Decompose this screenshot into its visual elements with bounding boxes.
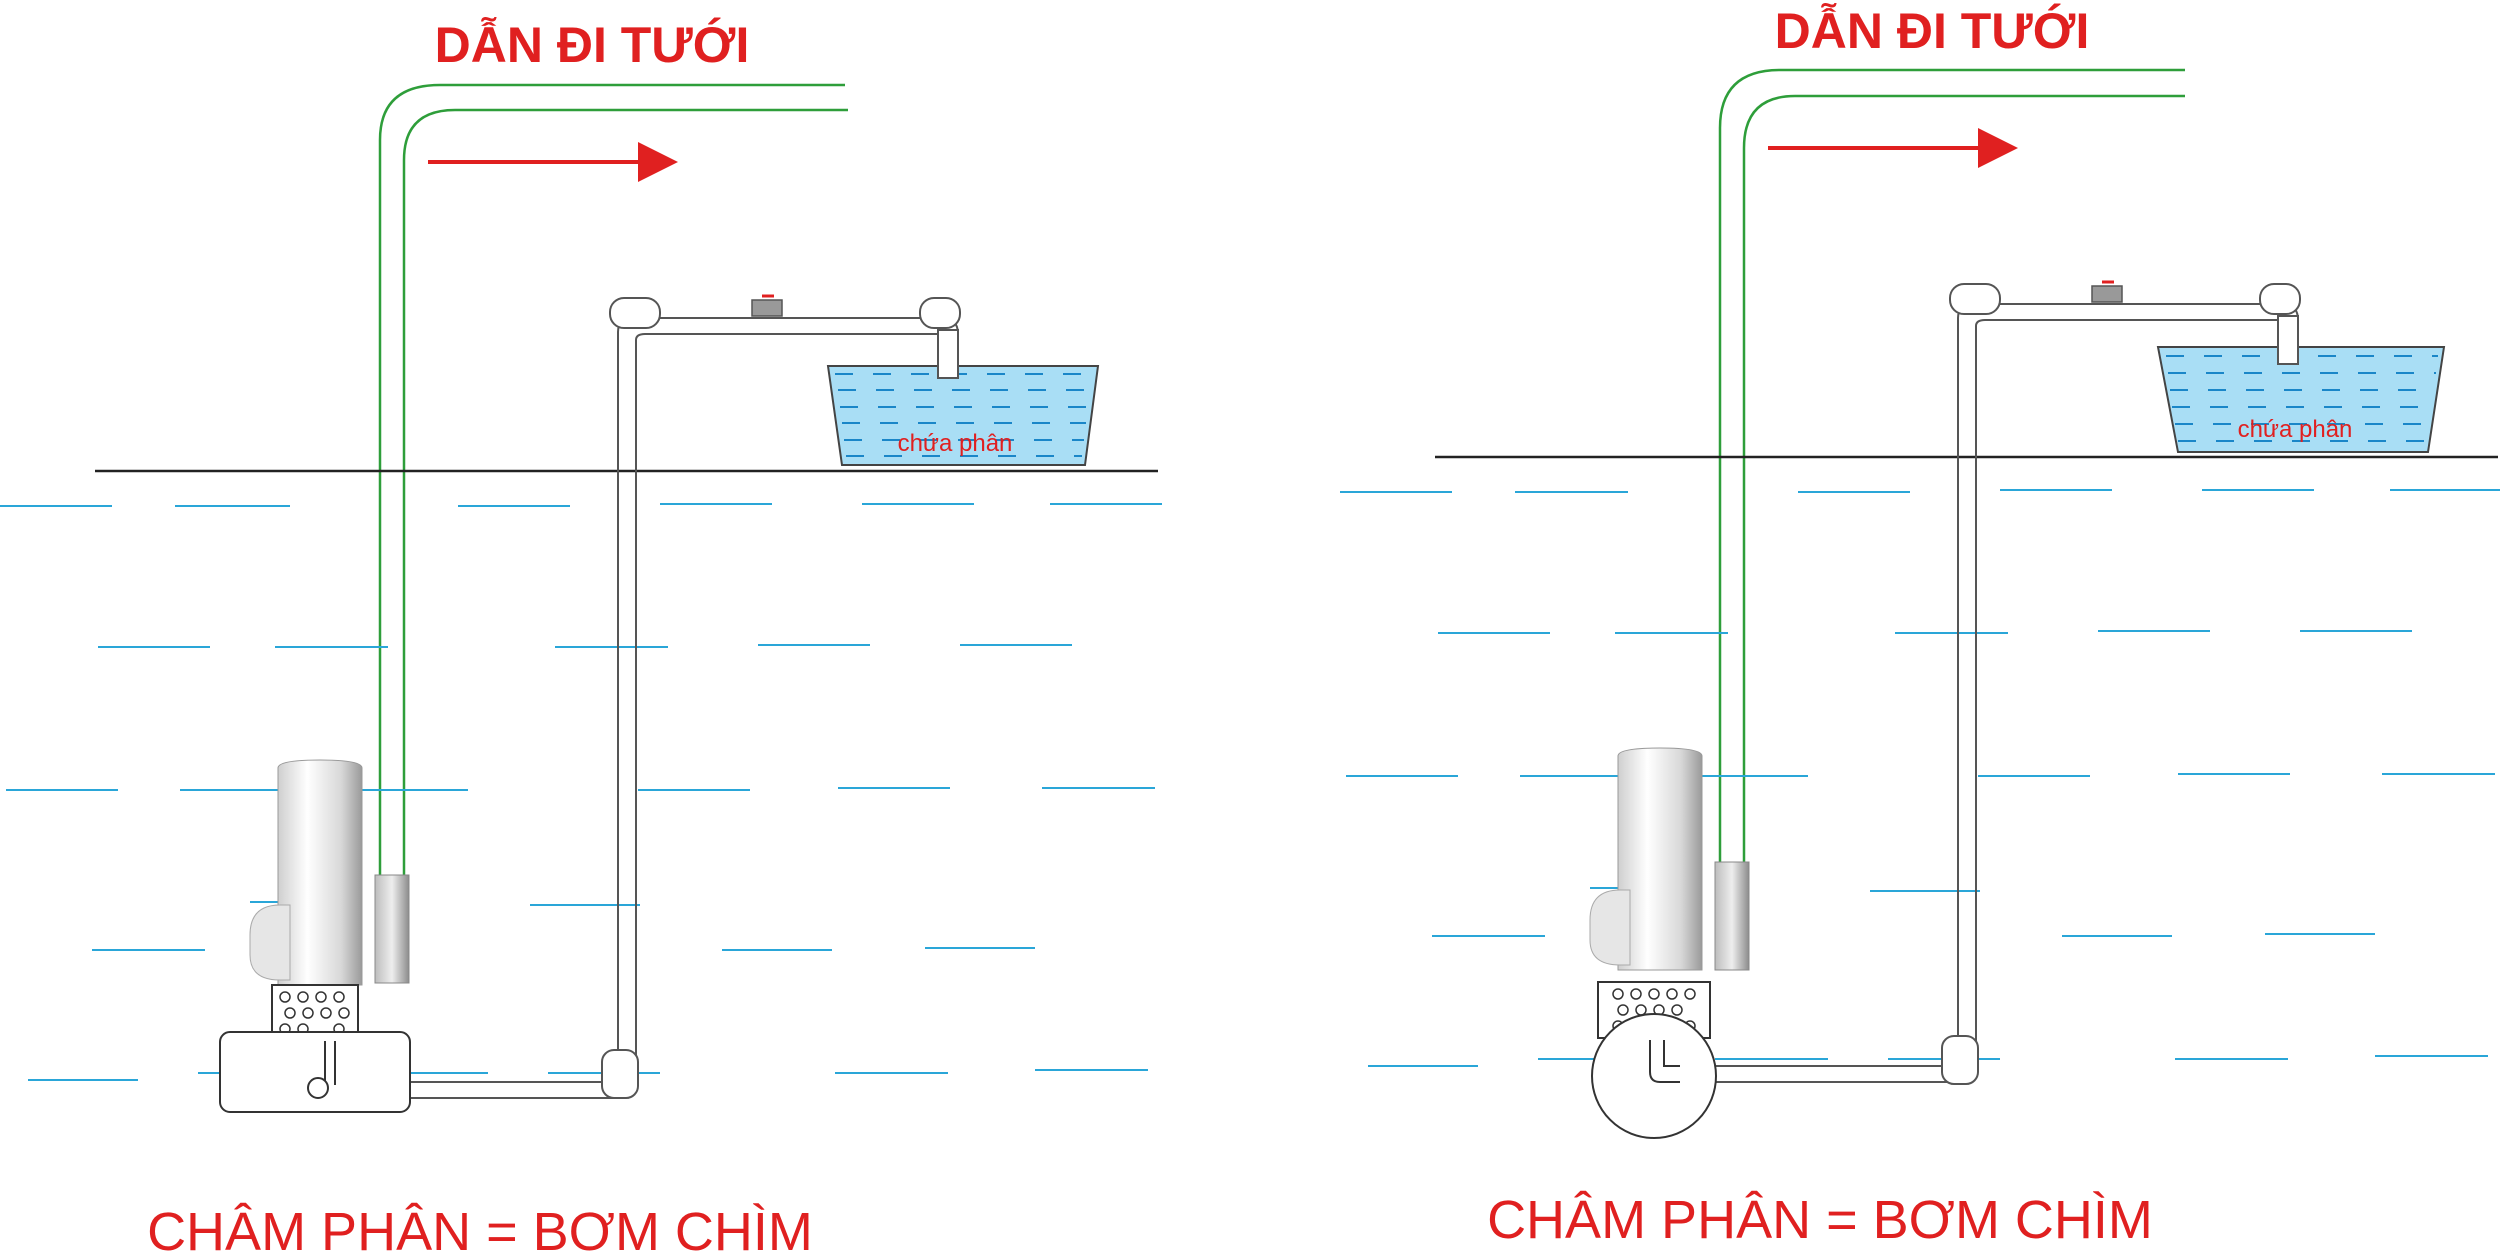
panel-left: DẪN ĐI TƯỚI chứa phân (0, 17, 1162, 1253)
fertilizer-tank: chứa phân (826, 365, 1100, 466)
pipe-elbow-bottom (1941, 1035, 1979, 1085)
fertilizer-tank: chứa phân (2156, 346, 2446, 453)
pump-icon (219, 759, 411, 1113)
water-lines (1340, 489, 2500, 1067)
pipe-elbow-top-left (1949, 283, 2001, 315)
pipe-drop (2277, 315, 2299, 365)
pipe-elbow-top-right (2259, 283, 2301, 315)
tank-label: chứa phân (898, 430, 1013, 457)
pipe-elbow-top-left (609, 297, 661, 329)
irrigation-hose (378, 83, 848, 880)
panel-right: DẪN ĐI TƯỚI chứa phân (1340, 3, 2500, 1250)
title-top: DẪN ĐI TƯỚI (435, 17, 750, 73)
valve-icon (2091, 280, 2123, 303)
caption: CHÂM PHÂN = BƠM CHÌM (147, 1202, 813, 1253)
irrigation-hose (1718, 68, 2185, 870)
water-lines (0, 503, 1162, 1081)
caption: CHÂM PHÂN = BƠM CHÌM (1487, 1190, 2153, 1250)
tank-label: chứa phân (2238, 416, 2353, 443)
valve-icon (751, 294, 783, 317)
pipe-elbow-bottom (601, 1049, 639, 1099)
pump-icon (1589, 747, 1750, 1139)
pipe-drop (937, 329, 959, 379)
pipe-elbow-top-right (919, 297, 961, 329)
title-top: DẪN ĐI TƯỚI (1775, 3, 2090, 59)
